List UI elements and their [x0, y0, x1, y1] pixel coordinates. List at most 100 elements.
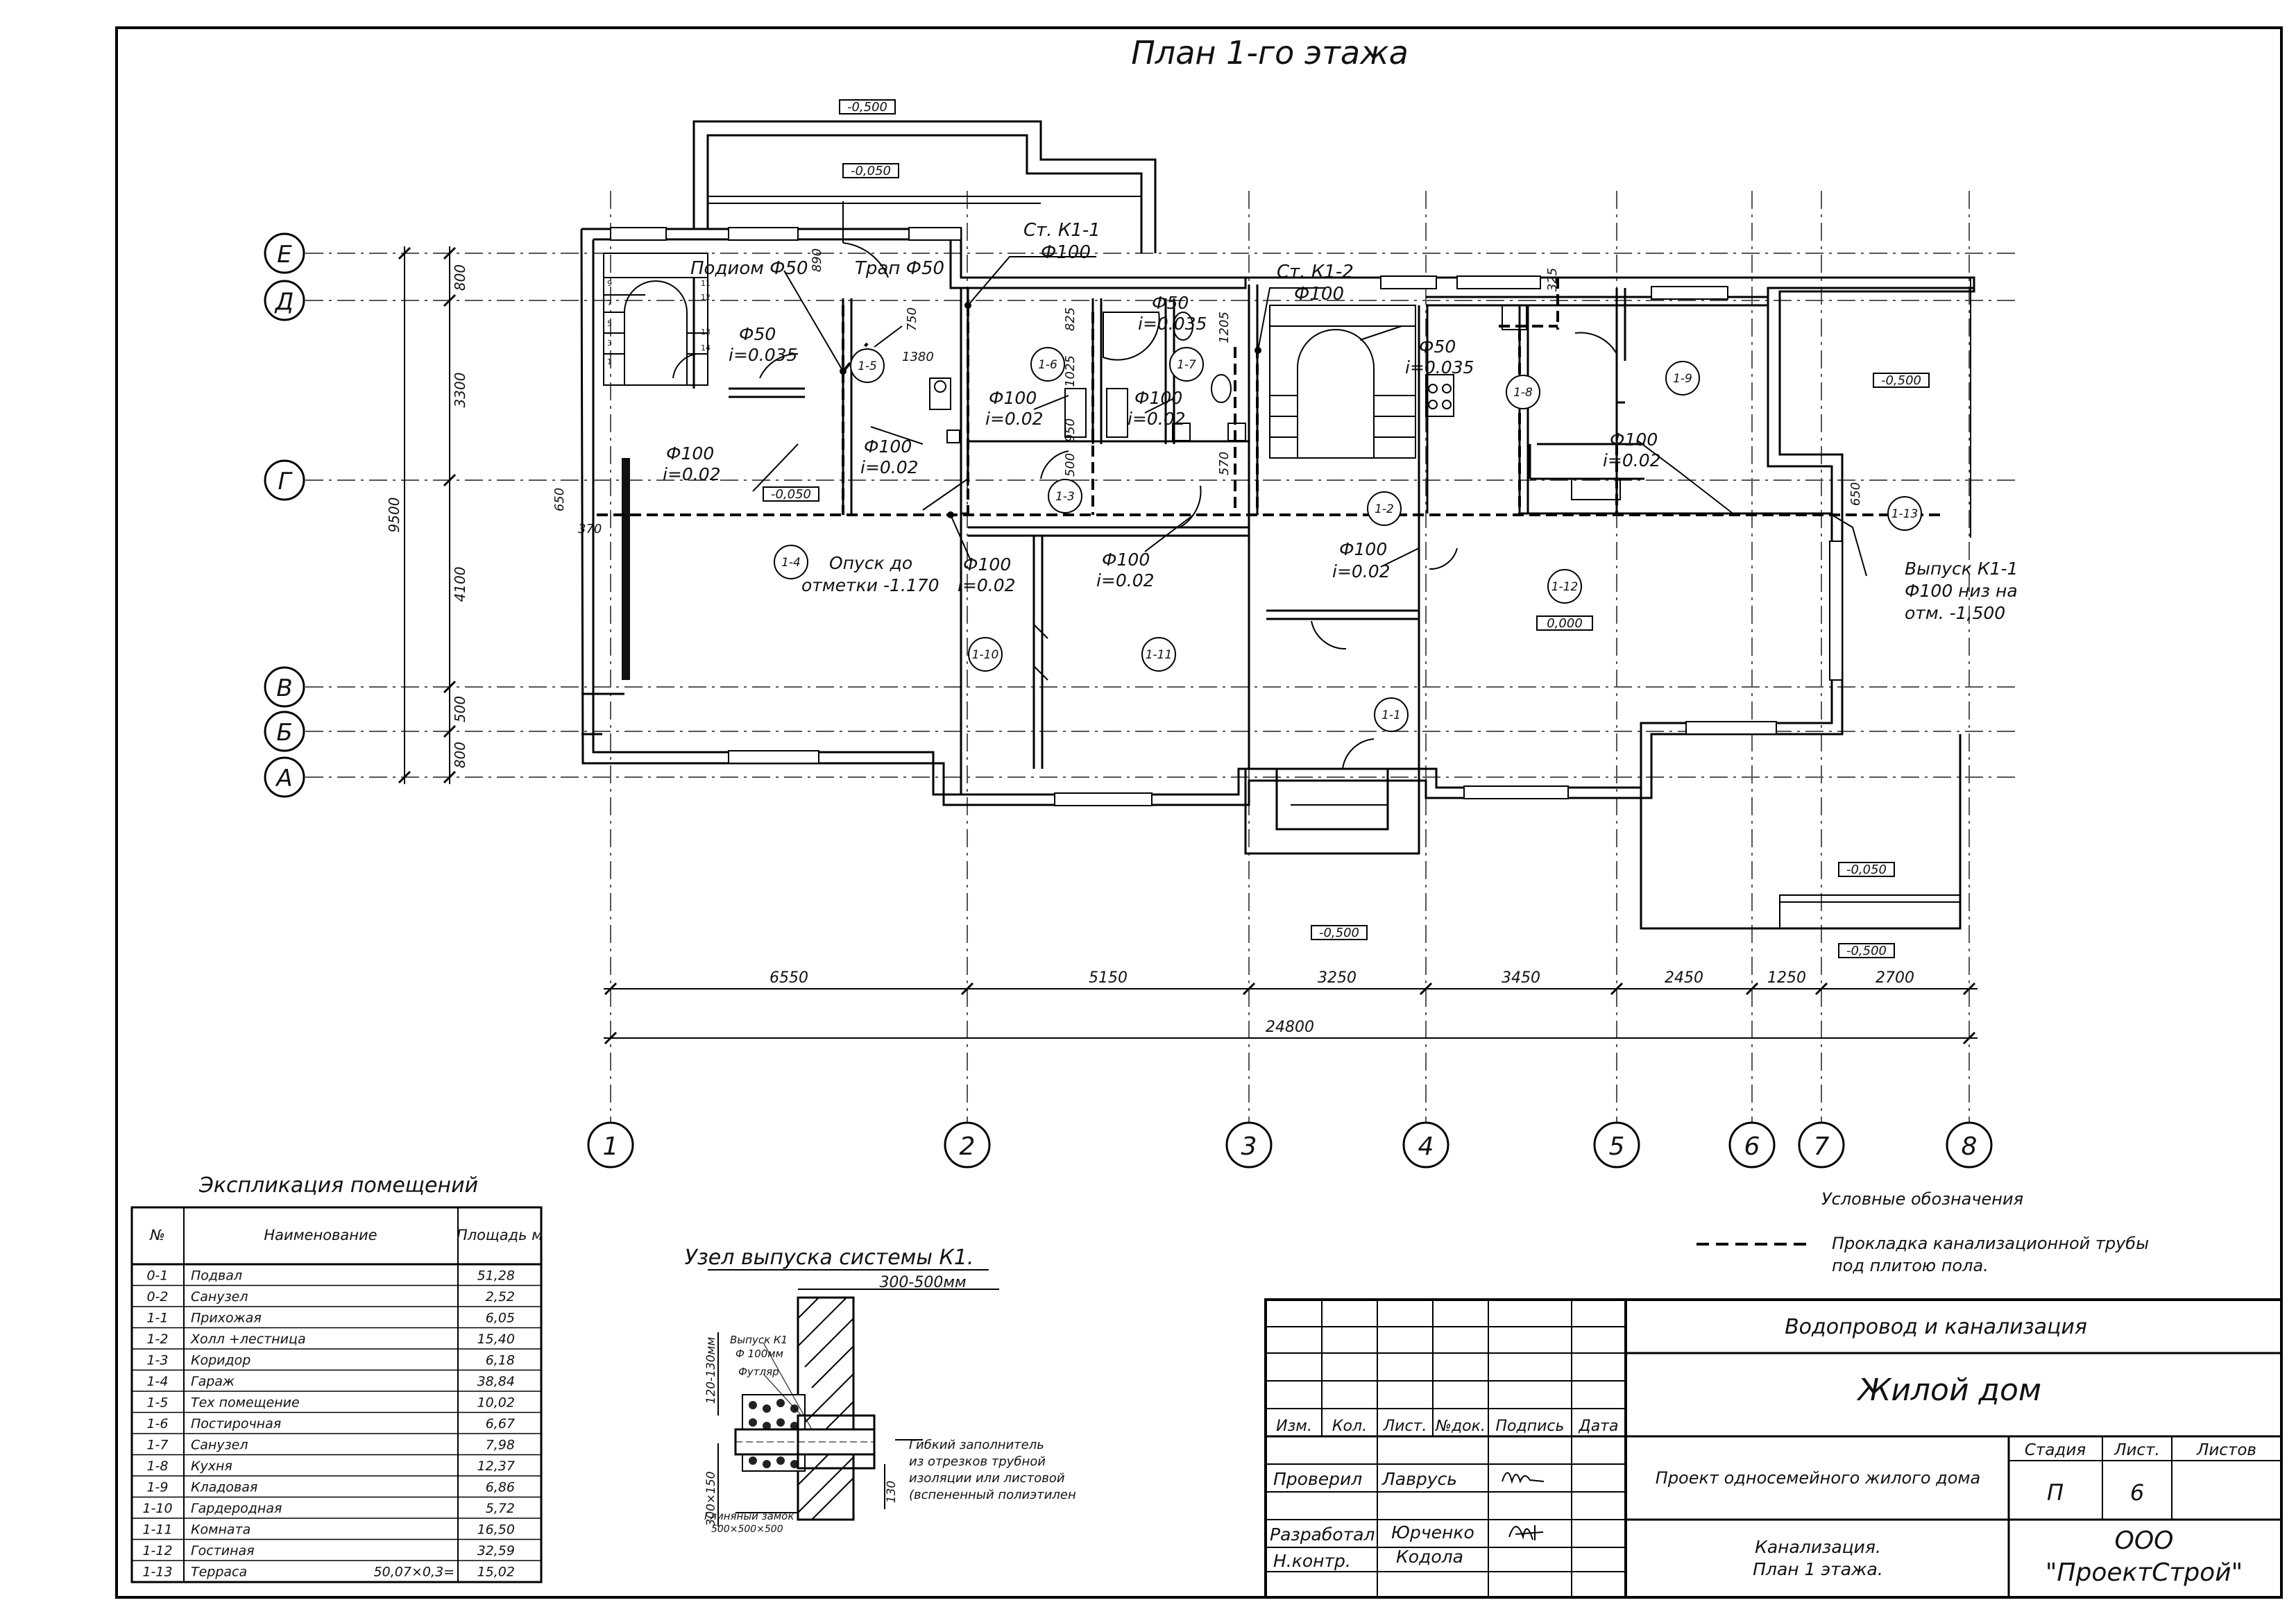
table-cell-area: 6,86: [486, 1480, 515, 1495]
table-cell-area: 12,37: [477, 1459, 515, 1474]
axis-bubble-2: 2: [944, 1121, 991, 1169]
building-name: Жилой дом: [1856, 1373, 2041, 1408]
riser-k1-1-dia: Ф100: [1041, 242, 1091, 263]
svg-text:-0,050: -0,050: [851, 164, 891, 178]
table-cell-area: 7,98: [486, 1438, 515, 1453]
trap-label: Трап Ф50: [855, 258, 944, 279]
svg-text:Выпуск К1: Выпуск К1: [730, 1334, 788, 1346]
axis-bubble-G: Г: [264, 459, 305, 501]
svg-text:800: 800: [452, 742, 468, 768]
svg-text:Н.контр.: Н.контр.: [1273, 1551, 1351, 1571]
level-marks: -0,500 -0,050 -0,050 -0,500 -0,050 -0,50…: [763, 99, 1930, 958]
svg-text:1-6: 1-6: [1038, 358, 1057, 372]
svg-text:1025: 1025: [1063, 355, 1078, 387]
vypusk-line-2: Ф100 низ на: [1905, 581, 2018, 601]
svg-text:Прокладка канализационной труб: Прокладка канализационной трубы: [1832, 1234, 2149, 1253]
svg-text:1-10: 1-10: [972, 648, 999, 662]
svg-text:1205: 1205: [1217, 312, 1232, 343]
title-block: [1264, 1298, 2283, 1599]
table-cell-area: 6,18: [486, 1353, 515, 1368]
svg-text:950: 950: [1063, 418, 1078, 442]
bottom-dimension-text: 6550 5150 3250 3450 2450 1250 2700 24800: [769, 969, 1914, 1036]
leader-lines: [752, 256, 1867, 577]
table-cell-no: 0-1: [146, 1268, 168, 1284]
table-cell-area: 5,72: [486, 1501, 515, 1516]
svg-text:-0,500: -0,500: [1319, 926, 1359, 940]
table-cell-no: 1-3: [146, 1353, 168, 1368]
axis-bubble-8: 8: [1946, 1121, 1993, 1169]
table-cell-no: 1-12: [142, 1543, 172, 1558]
table-cell-no: 1-13: [142, 1565, 172, 1580]
opusk-line-1: Опуск до: [829, 553, 912, 573]
bottom-dimension-lines: [604, 982, 1978, 1045]
svg-text:Ф100: Ф100: [1610, 430, 1658, 450]
svg-text:Д: Д: [274, 288, 294, 316]
svg-text:14: 14: [701, 343, 711, 352]
svg-text:8: 8: [1962, 1132, 1978, 1161]
svg-text:1-2: 1-2: [1375, 502, 1394, 516]
sewer-pipes: [597, 278, 1943, 516]
table-cell-area: 15,02: [477, 1565, 515, 1580]
table-cell-no: 1-5: [146, 1395, 168, 1411]
svg-text:6: 6: [2130, 1479, 2144, 1506]
column-axis-bubbles: 1 2 3 4 5 6 7 8: [587, 1121, 1993, 1169]
table-cell-area: 16,50: [477, 1522, 515, 1538]
svg-text:Разработал: Разработал: [1270, 1524, 1375, 1545]
table-cell-area: 10,02: [477, 1395, 515, 1411]
svg-text:Ф50: Ф50: [739, 324, 776, 344]
svg-text:Ф100: Ф100: [963, 554, 1011, 575]
svg-text:-0,050: -0,050: [1846, 863, 1887, 877]
axis-bubble-3: 3: [1225, 1121, 1273, 1169]
svg-text:1-3: 1-3: [1055, 490, 1075, 504]
svg-text:i=0.02: i=0.02: [958, 575, 1016, 595]
section-name: Водопровод и канализация: [1785, 1315, 2087, 1339]
table-cell-area: 2,52: [486, 1289, 515, 1305]
org-name-2: "ПроектСтрой": [2046, 1558, 2243, 1587]
room-bubble-1-4: 1-4: [774, 545, 808, 579]
svg-text:6550: 6550: [769, 969, 808, 987]
outlet-node-detail: Узел выпуска системы К1.: [685, 1246, 1076, 1535]
room-bubble-1-3: 1-3: [1048, 479, 1082, 513]
svg-text:Стадия: Стадия: [2025, 1441, 2086, 1459]
table-cell-name: Гараж: [191, 1374, 235, 1389]
svg-text:750: 750: [905, 307, 919, 331]
svg-text:1-11: 1-11: [1146, 648, 1173, 662]
svg-text:9: 9: [607, 279, 612, 288]
table-cell-no: 1-7: [146, 1438, 168, 1453]
svg-text:1-7: 1-7: [1177, 358, 1196, 372]
svg-text:Ф 100мм: Ф 100мм: [735, 1348, 783, 1360]
building-walls: [580, 120, 1975, 930]
room-bubble-1-11: 1-11: [1141, 637, 1176, 672]
svg-text:Глиняный замок: Глиняный замок: [704, 1510, 794, 1522]
room-bubble-1-12: 1-12: [1547, 569, 1582, 604]
svg-text:-0,500: -0,500: [1846, 944, 1887, 958]
axis-bubble-A: А: [264, 756, 305, 798]
pipe-annotations: Ст. К1-1 Ф100 Ст. К1-2 Ф100 Подиом Ф50 Т…: [663, 220, 2018, 623]
table-cell-no: 1-6: [146, 1416, 168, 1431]
table-cell-name: Тех помещение: [191, 1395, 300, 1411]
svg-text:7: 7: [607, 298, 612, 307]
svg-text:Лист.: Лист.: [2114, 1441, 2160, 1459]
svg-text:Ф100: Ф100: [1134, 388, 1182, 408]
svg-text:1: 1: [603, 1132, 619, 1161]
svg-text:Футляр: Футляр: [738, 1366, 779, 1378]
svg-text:890: 890: [810, 248, 824, 272]
svg-text:3450: 3450: [1502, 969, 1540, 987]
svg-text:Юрченко: Юрченко: [1391, 1522, 1474, 1543]
svg-text:570: 570: [1217, 452, 1232, 475]
axis-bubble-4: 4: [1402, 1121, 1449, 1169]
garage-hatch: [622, 458, 630, 680]
drawing-name-1: Канализация.: [1755, 1537, 1881, 1557]
svg-text:1-4: 1-4: [781, 556, 801, 570]
table-cell-name: Гостиная: [191, 1543, 255, 1558]
svg-text:500×500×500: 500×500×500: [711, 1524, 783, 1535]
svg-text:№: №: [149, 1227, 165, 1243]
riser-k1-2-title: Ст. К1-2: [1277, 262, 1354, 282]
left-dimension-lines: [398, 246, 457, 784]
svg-text:0,000: 0,000: [1547, 616, 1583, 631]
misc-dims: 650 370 650 890 750 1380 825 1025 950 50…: [552, 248, 1863, 536]
axis-bubble-V: В: [264, 666, 305, 708]
svg-text:Е: Е: [277, 241, 292, 269]
riser-points: [840, 302, 1261, 518]
